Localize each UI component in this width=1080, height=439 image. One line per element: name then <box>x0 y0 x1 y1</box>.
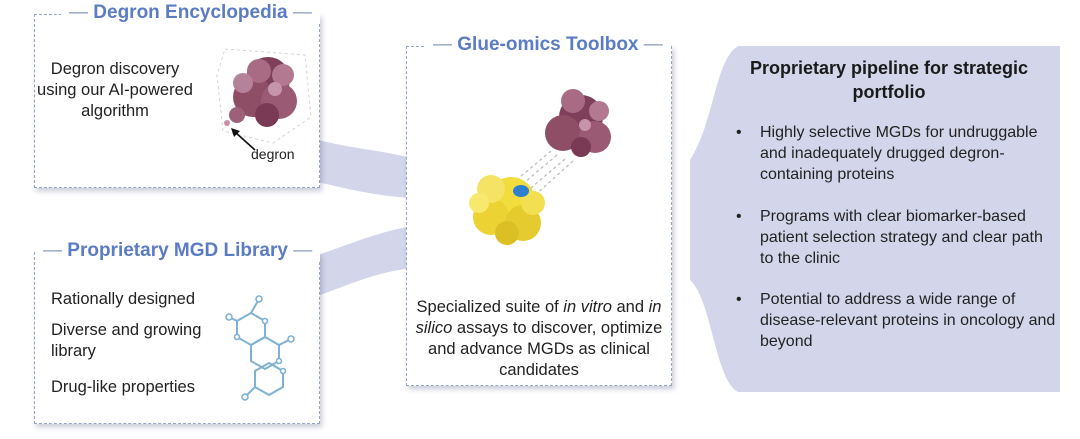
glue-omics-toolbox-box: — Glue-omics Toolbox — Specialized suite… <box>406 34 672 386</box>
toolbox-text-segment: Specialized suite of <box>416 298 564 316</box>
arrow-icon <box>231 128 256 151</box>
library-flow <box>318 226 412 296</box>
pipeline-bullet: •Highly selective MGDs for undruggable a… <box>736 124 1038 183</box>
glue-omics-toolbox-text: Specialized suite of in vitro and in sil… <box>407 297 671 381</box>
toolbox-text-segment: and <box>611 298 649 316</box>
degron-encyclopedia-title-text: Degron Encyclopedia <box>93 2 288 23</box>
glue-omics-toolbox-title-text: Glue-omics Toolbox <box>457 34 639 55</box>
mgd-library-title: — Proprietary MGD Library — <box>35 240 321 262</box>
pipeline-band <box>690 46 1060 392</box>
library-item: Diverse and growing library <box>51 321 202 360</box>
mgd-library-title-text: Proprietary MGD Library <box>67 240 288 261</box>
degron-label: degron <box>251 146 295 162</box>
degron-encyclopedia-box: — Degron Encyclopedia — Degron discovery… <box>34 2 320 188</box>
library-item: Rationally designed <box>51 290 196 308</box>
mgd-library-box: — Proprietary MGD Library — Rationally d… <box>34 240 321 424</box>
glue-omics-toolbox-title: — Glue-omics Toolbox — <box>425 34 671 56</box>
degron-encyclopedia-title: — Degron Encyclopedia — <box>61 2 320 24</box>
pipeline-bullet: •Potential to address a wide range of di… <box>736 291 1056 350</box>
toolbox-text-segment: assays to discover, optimize and advance… <box>428 319 663 379</box>
pipeline-title: Proprietary pipeline for strategic portf… <box>749 58 1029 102</box>
toolbox-text-segment: in silico <box>415 298 662 337</box>
protein-complex-icon <box>469 89 611 245</box>
library-item: Drug-like properties <box>51 378 195 396</box>
degron-encyclopedia-text: Degron discovery using our AI-powered al… <box>37 60 193 120</box>
molecule-icon <box>225 295 295 401</box>
toolbox-text-segment: in vitro <box>563 298 612 316</box>
degron-protein-icon <box>216 48 312 144</box>
encyclopedia-flow <box>318 140 412 198</box>
pipeline-bullet: •Programs with clear biomarker-based pat… <box>736 208 1043 267</box>
